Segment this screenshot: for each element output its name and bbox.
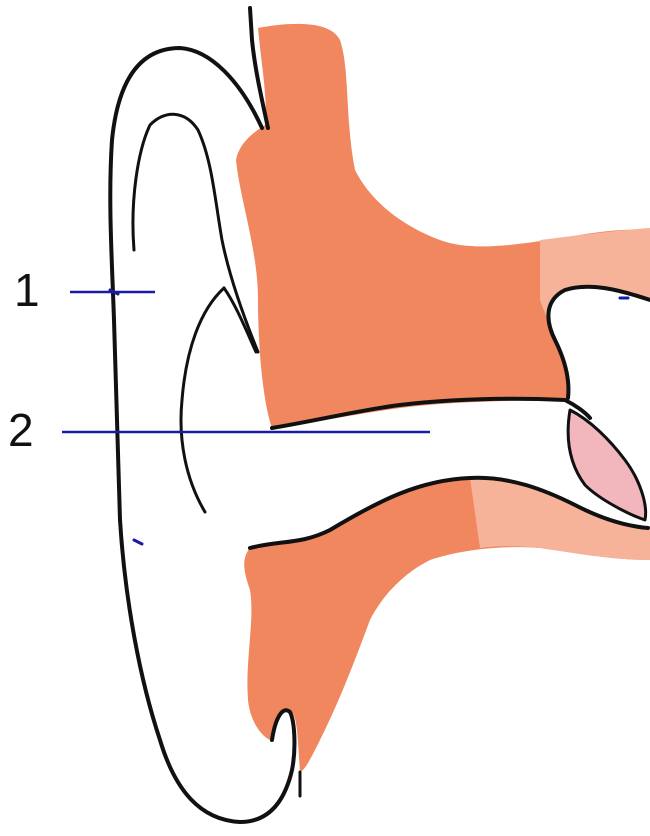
antihelix-curve bbox=[181, 288, 224, 512]
head-tissue-upper bbox=[236, 24, 650, 428]
label-2: 2 bbox=[8, 404, 34, 456]
outline-tick-b bbox=[134, 540, 142, 544]
head-tissue-right bbox=[540, 228, 650, 340]
label-1: 1 bbox=[14, 264, 40, 316]
eardrum bbox=[568, 410, 645, 520]
tragus-line bbox=[224, 288, 256, 352]
